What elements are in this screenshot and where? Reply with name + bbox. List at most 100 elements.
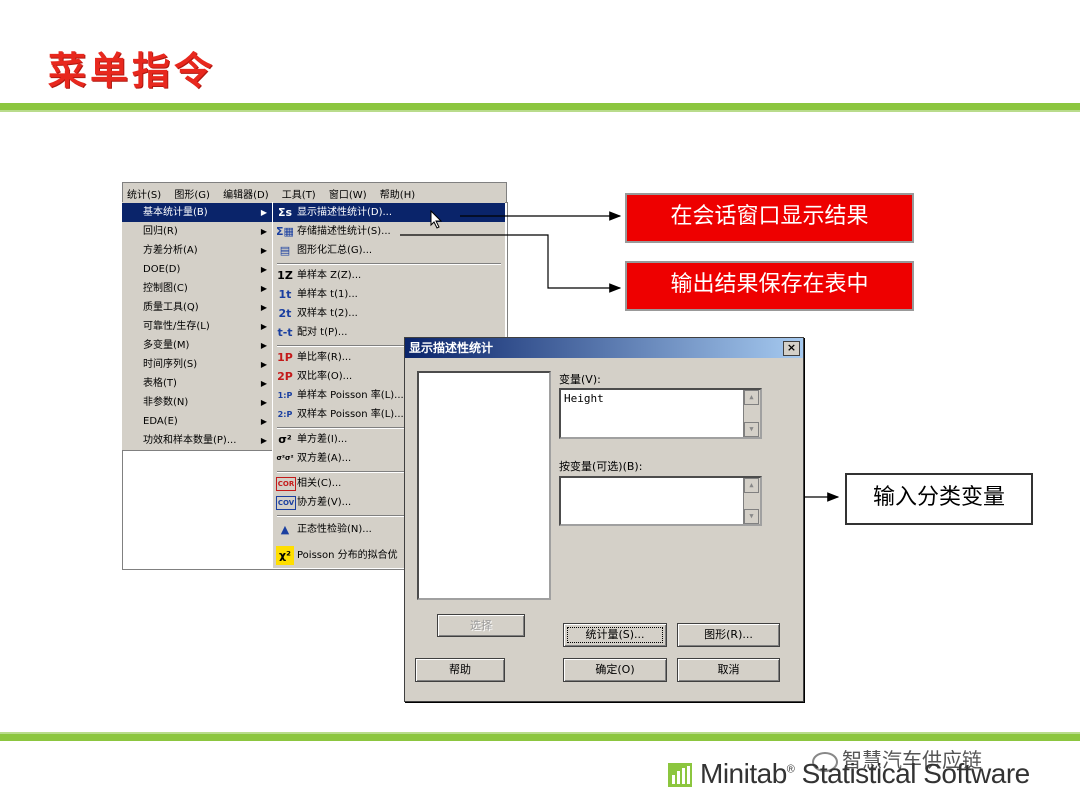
menu-item-graphical-summary[interactable]: ▤图形化汇总(G)... <box>273 241 505 260</box>
menu-editor[interactable]: 编辑器(D) <box>223 190 269 201</box>
by-variables-label: 按变量(可选)(B): <box>559 460 643 473</box>
cancel-button[interactable]: 取消 <box>677 658 780 682</box>
poisson-two-icon: 2:P <box>277 410 293 419</box>
variables-field[interactable]: Height ▲ ▼ <box>559 388 762 439</box>
by-variables-field[interactable]: ▲ ▼ <box>559 476 762 526</box>
two-p-icon: 2P <box>277 370 293 383</box>
submenu-arrow-icon: ▶ <box>260 360 267 369</box>
normal-test-icon: ▲ <box>280 523 290 536</box>
submenu-arrow-icon: ▶ <box>260 208 267 217</box>
mouse-cursor-icon <box>430 210 443 229</box>
summary-graph-icon: ▤ <box>279 244 291 257</box>
stat-menu: 基本统计量(B)▶ 回归(R)▶ 方差分析(A)▶ DOE(D)▶ 控制图(C)… <box>122 202 273 451</box>
submenu-arrow-icon: ▶ <box>260 436 267 445</box>
stat-menu-item-timeseries[interactable]: 时间序列(S)▶ <box>122 355 272 374</box>
statistics-button[interactable]: 统计量(S)... <box>563 623 667 647</box>
stat-menu-item-multivariate[interactable]: 多变量(M)▶ <box>122 336 272 355</box>
column-listbox[interactable] <box>417 371 551 600</box>
paired-t-icon: t-t <box>277 326 293 339</box>
minitab-logo-icon <box>668 763 692 787</box>
top-divider <box>0 103 1080 112</box>
footer-brand: Minitab® Statistical Software <box>700 758 1030 789</box>
callout-store-result: 输出结果保存在表中 <box>625 261 914 311</box>
menu-graph[interactable]: 图形(G) <box>174 190 210 201</box>
menu-stat[interactable]: 统计(S) <box>127 190 162 201</box>
one-p-icon: 1P <box>277 351 293 364</box>
submenu-arrow-icon: ▶ <box>260 284 267 293</box>
stat-menu-item-anova[interactable]: 方差分析(A)▶ <box>122 241 272 260</box>
stat-menu-item-quality[interactable]: 质量工具(Q)▶ <box>122 298 272 317</box>
stat-menu-item-eda[interactable]: EDA(E)▶ <box>122 412 272 431</box>
menu-separator <box>277 263 501 265</box>
one-z-icon: 1Z <box>277 269 293 282</box>
stat-menu-item-nonparam[interactable]: 非参数(N)▶ <box>122 393 272 412</box>
stat-menu-item-control[interactable]: 控制图(C)▶ <box>122 279 272 298</box>
slide-title: 菜单指令 <box>48 49 217 93</box>
submenu-arrow-icon: ▶ <box>260 265 267 274</box>
scroll-up-icon[interactable]: ▲ <box>744 478 759 493</box>
sigma-squared-icon: σ² <box>278 433 292 446</box>
submenu-arrow-icon: ▶ <box>260 227 267 236</box>
two-sigma-squared-icon: σ²σ² <box>276 454 294 462</box>
menu-help[interactable]: 帮助(H) <box>379 190 416 201</box>
scroll-up-icon[interactable]: ▲ <box>744 390 759 405</box>
stat-menu-item-doe[interactable]: DOE(D)▶ <box>122 260 272 279</box>
poisson-one-icon: 1:P <box>277 391 293 400</box>
submenu-arrow-icon: ▶ <box>260 303 267 312</box>
variables-scrollbar[interactable]: ▲ ▼ <box>743 390 760 437</box>
menu-item-store-descriptive[interactable]: Σ▦存储描述性统计(S)... <box>273 222 505 241</box>
bottom-divider <box>0 732 1080 741</box>
stat-menu-item-reliability[interactable]: 可靠性/生存(L)▶ <box>122 317 272 336</box>
watermark: 智慧汽车供应链 <box>812 744 982 773</box>
menu-separator <box>277 345 501 347</box>
watermark-text: 智慧汽车供应链 <box>842 748 982 772</box>
menu-item-normality-test[interactable]: ▲正态性检验(N)... <box>273 520 505 539</box>
menu-separator <box>277 515 501 517</box>
menu-separator <box>277 471 501 473</box>
cov-icon: COV <box>276 496 296 510</box>
scroll-down-icon[interactable]: ▼ <box>744 422 759 437</box>
stat-menu-item-tables[interactable]: 表格(T)▶ <box>122 374 272 393</box>
submenu-arrow-icon: ▶ <box>260 398 267 407</box>
variables-label: 变量(V): <box>559 373 601 386</box>
help-button[interactable]: 帮助 <box>415 658 505 682</box>
callout-by-variable: 输入分类变量 <box>845 473 1033 525</box>
descriptive-stats-dialog: 显示描述性统计 × 变量(V): Height ▲ ▼ 按变量(可选)(B): … <box>404 337 804 702</box>
submenu-arrow-icon: ▶ <box>260 417 267 426</box>
scroll-down-icon[interactable]: ▼ <box>744 509 759 524</box>
cor-icon: COR <box>276 477 296 491</box>
submenu-arrow-icon: ▶ <box>260 341 267 350</box>
stat-menu-item-basic[interactable]: 基本统计量(B)▶ <box>122 203 272 222</box>
menu-tools[interactable]: 工具(T) <box>281 190 316 201</box>
stat-menu-item-regression[interactable]: 回归(R)▶ <box>122 222 272 241</box>
graphs-button[interactable]: 图形(R)... <box>677 623 780 647</box>
one-t-icon: 1t <box>278 288 292 301</box>
menu-window[interactable]: 窗口(W) <box>328 190 367 201</box>
select-button[interactable]: 选择 <box>437 614 525 637</box>
callout-display-result: 在会话窗口显示结果 <box>625 193 914 243</box>
ok-button[interactable]: 确定(O) <box>563 658 667 682</box>
sigma-icon: Σs <box>277 206 293 219</box>
two-t-icon: 2t <box>278 307 292 320</box>
dialog-titlebar: 显示描述性统计 × <box>405 338 803 358</box>
close-icon[interactable]: × <box>783 341 800 356</box>
stat-menu-item-power[interactable]: 功效和样本数量(P)...▶ <box>122 431 272 450</box>
chi-square-icon: χ² <box>276 546 294 565</box>
submenu-arrow-icon: ▶ <box>260 322 267 331</box>
wechat-icon <box>812 751 838 772</box>
by-variables-scrollbar[interactable]: ▲ ▼ <box>743 478 760 524</box>
